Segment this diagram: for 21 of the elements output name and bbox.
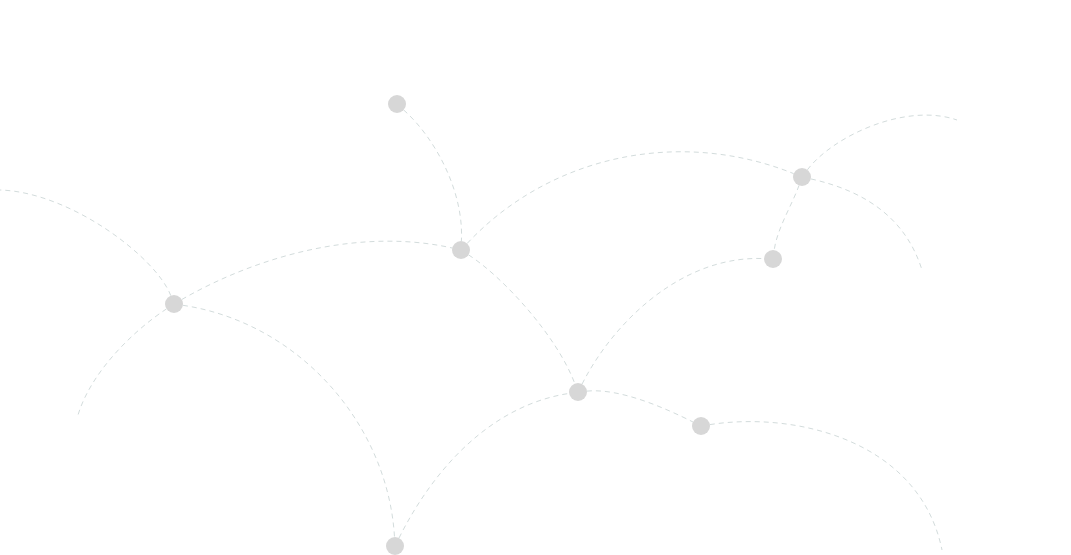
connector-line [0, 189, 172, 297]
dot [452, 241, 470, 259]
connector-line [773, 185, 800, 251]
dot [692, 417, 710, 435]
connector-line [398, 392, 570, 539]
connector-line [806, 114, 958, 171]
dot [764, 250, 782, 268]
dot [388, 95, 406, 113]
dot [165, 295, 183, 313]
dot [386, 537, 404, 555]
connector-line [466, 151, 795, 244]
connector-line [181, 240, 453, 300]
connector-line [468, 254, 576, 385]
connector-line [709, 421, 943, 551]
dot [793, 168, 811, 186]
connector-line [810, 178, 923, 271]
dot [569, 383, 587, 401]
connector-line [403, 109, 462, 242]
connector-line [182, 304, 395, 538]
connector-line [586, 390, 694, 423]
connector-line [77, 308, 167, 416]
